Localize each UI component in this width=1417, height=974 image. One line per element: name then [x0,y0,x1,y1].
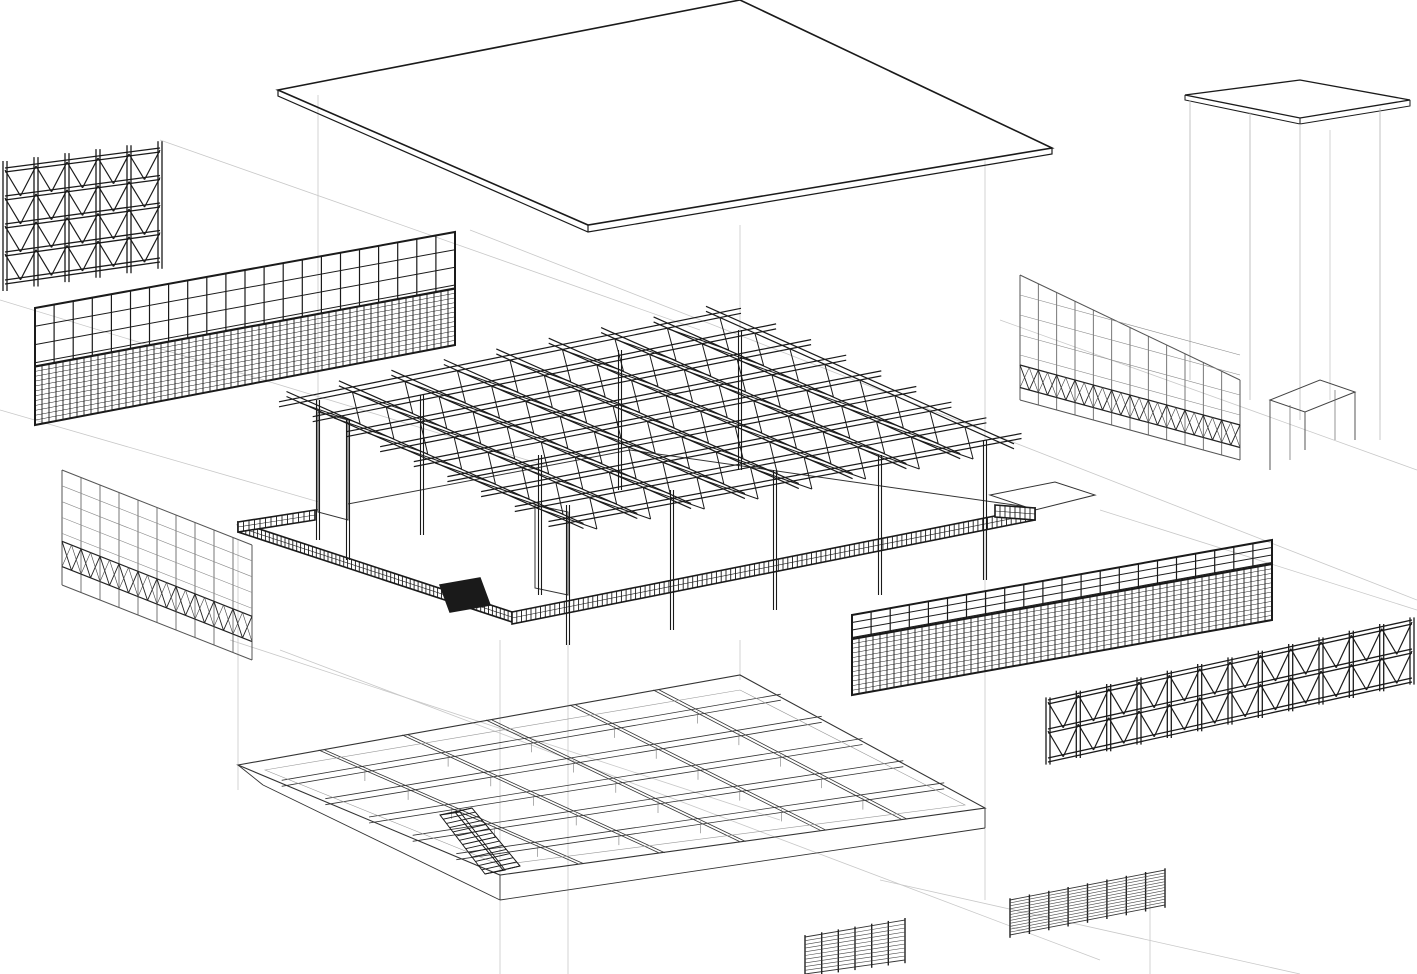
main-pavilion-structure [236,305,1097,645]
side-facade-right [1019,274,1357,470]
stair [439,807,521,875]
base-grid [236,674,987,901]
roof-slab [275,0,1055,233]
truss-fragment-left [2,141,163,291]
fence-panel-a [1009,868,1166,938]
fence-panel-b [804,918,906,974]
curtain-wall-right [851,538,1273,697]
core-tower [1184,79,1411,440]
truss-fragment-right [1045,617,1415,765]
side-facade-left [61,469,253,661]
curtain-wall-left [34,230,456,427]
